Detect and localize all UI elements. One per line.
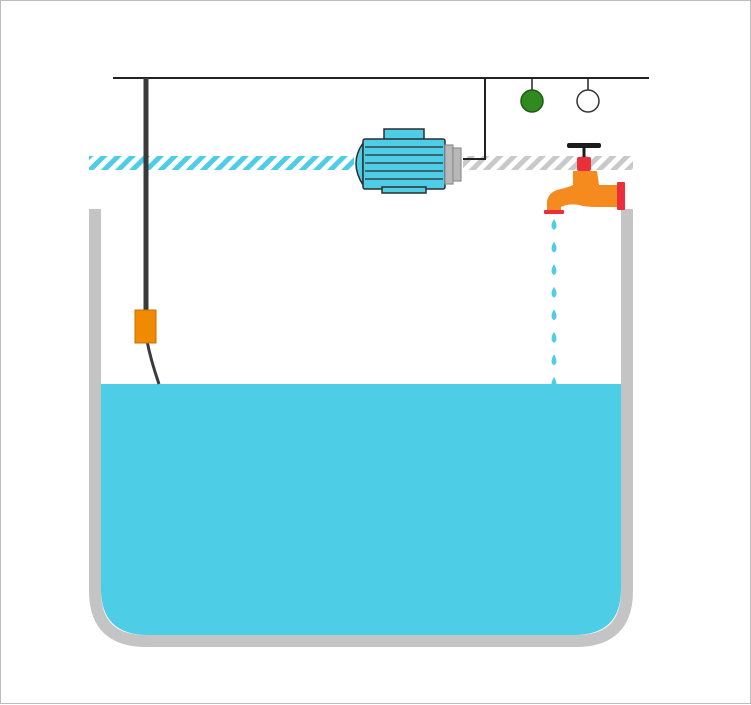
motor-end-cap xyxy=(355,140,364,188)
water-droplets xyxy=(551,219,557,388)
pipe-hatched-blue xyxy=(89,156,354,170)
motor-shaft-coupling xyxy=(452,147,462,182)
float-switch xyxy=(134,309,157,344)
water-body xyxy=(101,384,621,635)
motor-cooling-fins xyxy=(365,146,443,180)
faucet-outlet-rim xyxy=(544,210,564,214)
faucet-body xyxy=(547,171,619,213)
faucet-handle xyxy=(567,143,601,148)
water-droplet xyxy=(551,331,557,343)
electric-motor xyxy=(355,128,462,194)
water-droplet xyxy=(551,219,557,230)
float-cable-lower xyxy=(145,340,161,385)
white-indicator-lamp xyxy=(576,89,600,113)
water-droplet xyxy=(551,241,557,253)
green-indicator-lamp xyxy=(520,89,544,113)
water-droplet xyxy=(551,286,557,298)
faucet-top-fitting xyxy=(577,157,591,171)
tank-wall xyxy=(89,209,633,647)
faucet-wall-flange xyxy=(617,182,625,210)
water-droplet xyxy=(551,264,557,276)
faucet xyxy=(544,143,625,214)
control-wire-motor xyxy=(463,78,486,160)
water-droplet xyxy=(551,377,557,388)
pipe-hatched-grey xyxy=(463,156,633,170)
water-droplet xyxy=(551,354,557,366)
motor-base xyxy=(381,186,427,194)
water-droplet xyxy=(551,309,557,321)
motor-shaft-flange xyxy=(444,144,454,185)
